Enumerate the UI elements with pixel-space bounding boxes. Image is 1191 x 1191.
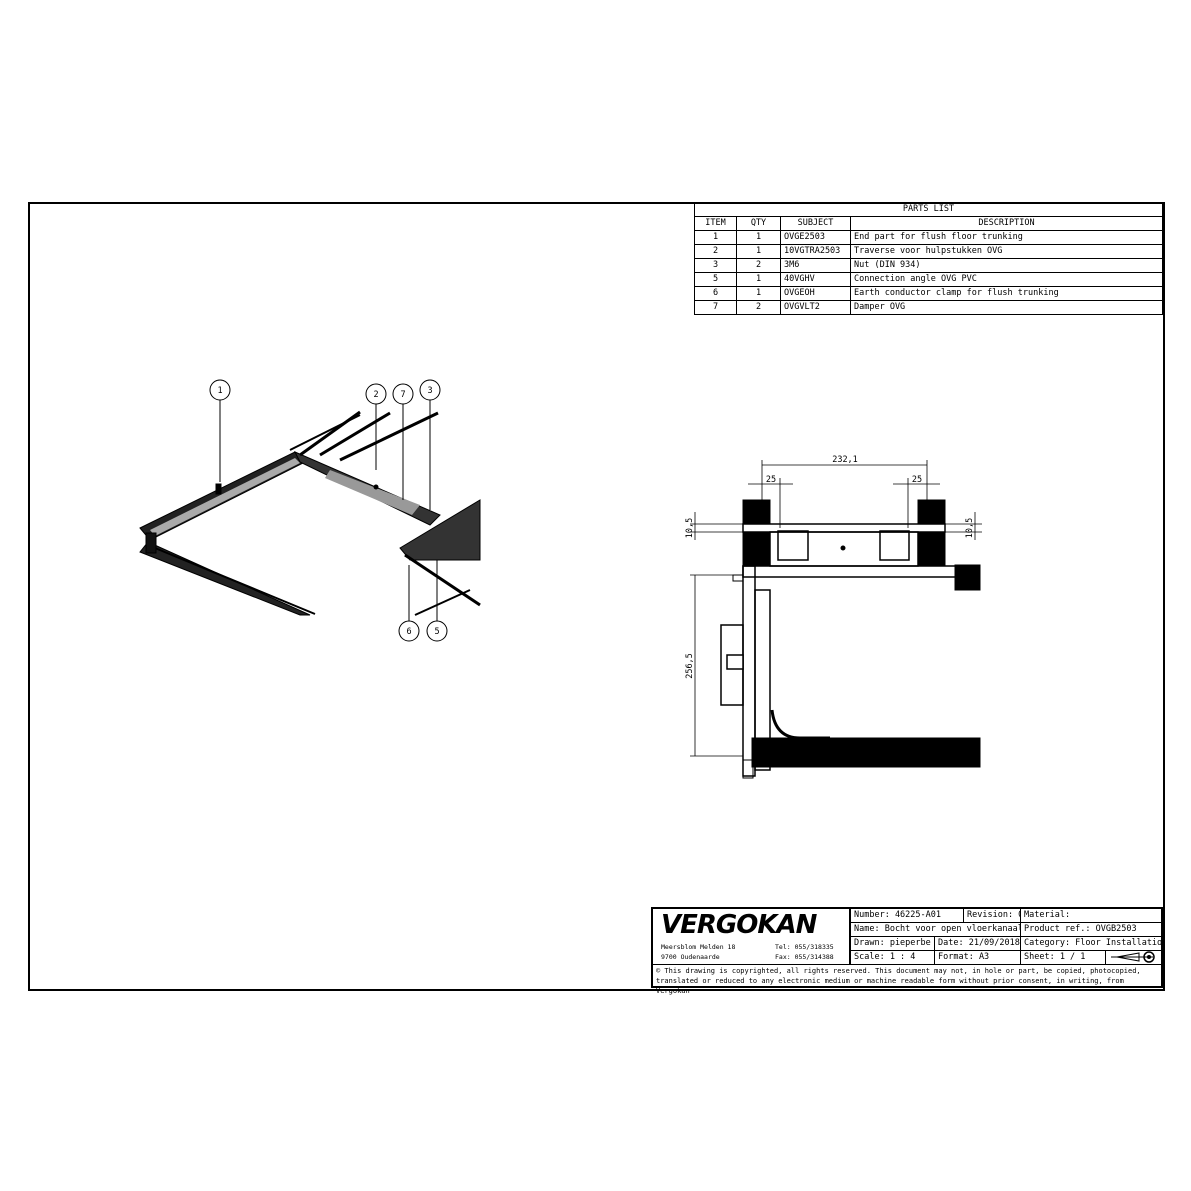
balloon-label: 2 xyxy=(373,390,378,400)
balloon-leaders xyxy=(219,400,438,621)
cell: 3 xyxy=(694,258,737,273)
cell: OVGE2503 xyxy=(780,230,851,245)
cell: 1 xyxy=(736,244,781,259)
cell: 6 xyxy=(694,286,737,301)
telephone: Tel: 055/318335 xyxy=(775,943,834,951)
fax: Fax: 055/314388 xyxy=(775,953,834,961)
cell: 2 xyxy=(736,258,781,273)
drawn-by: Drawn: pieperbe xyxy=(851,937,935,951)
address-line-1: Meersblom Melden 18 xyxy=(661,943,736,951)
balloon-label: 3 xyxy=(427,386,432,396)
cell: 1 xyxy=(736,230,781,245)
dimension-width: 232,1 xyxy=(832,455,858,465)
cell: 10VGTRA2503 xyxy=(780,244,851,259)
dimension-offset-left: 25 xyxy=(766,475,776,485)
balloon-3 xyxy=(419,379,441,401)
cell: Earth conductor clamp for flush trunking xyxy=(850,286,1163,301)
dimension-offset-right: 25 xyxy=(912,475,922,485)
cell: 1 xyxy=(694,230,737,245)
revision: Revision: 0 xyxy=(964,909,1021,923)
balloon-5 xyxy=(426,620,448,642)
header-subject: SUBJECT xyxy=(780,216,851,231)
cell: 7 xyxy=(694,300,737,315)
sheet: Sheet: 1 / 1 xyxy=(1021,951,1106,965)
header-item: ITEM xyxy=(694,216,737,231)
front-view xyxy=(720,499,981,779)
cell: 3M6 xyxy=(780,258,851,273)
balloon-2 xyxy=(365,383,387,405)
balloon-label: 5 xyxy=(434,627,439,637)
balloon-6 xyxy=(398,620,420,642)
balloon-label: 1 xyxy=(217,386,222,396)
projection-symbol-icon xyxy=(1106,951,1161,965)
parts-list: PARTS LIST ITEM QTY SUBJECT DESCRIPTION … xyxy=(694,202,1163,315)
drawing-name: Name: Bocht voor open vloerkanaal xyxy=(851,923,1021,937)
cell: 1 xyxy=(736,286,781,301)
parts-list-title: PARTS LIST xyxy=(694,202,1163,217)
date: Date: 21/09/2018 xyxy=(935,937,1021,951)
dimension-height: 256,5 xyxy=(685,653,695,679)
cell: Connection angle OVG PVC xyxy=(850,272,1163,287)
cell: Nut (DIN 934) xyxy=(850,258,1163,273)
drawing-number: Number: 46225-A01 xyxy=(851,909,964,923)
dimension-edge-left: 10,5 xyxy=(685,518,695,538)
cell: End part for flush floor trunking xyxy=(850,230,1163,245)
company-name: VERGOKAN xyxy=(661,910,817,940)
format: Format: A3 xyxy=(935,951,1021,965)
cell: Damper OVG xyxy=(850,300,1163,315)
balloon-7 xyxy=(392,383,414,405)
cell: OVGVLT2 xyxy=(780,300,851,315)
material: Material: xyxy=(1021,909,1161,923)
parts-list-header: ITEM QTY SUBJECT DESCRIPTION xyxy=(694,216,1163,231)
dimension-lines xyxy=(690,460,982,757)
isometric-view xyxy=(139,410,481,616)
category: Category: Floor Installations xyxy=(1021,937,1161,951)
cell: 5 xyxy=(694,272,737,287)
cell: Traverse voor hulpstukken OVG xyxy=(850,244,1163,259)
product-ref: Product ref.: OVGB2503 xyxy=(1021,923,1161,937)
title-block: VERGOKAN Meersblom Melden 18 9700 Oudena… xyxy=(651,907,1163,995)
cell: OVGEOH xyxy=(780,286,851,301)
address-line-2: 9700 Oudenaarde xyxy=(661,953,720,961)
cell: 40VGHV xyxy=(780,272,851,287)
balloon-1 xyxy=(209,379,231,401)
balloons xyxy=(209,379,448,642)
cell: 2 xyxy=(694,244,737,259)
balloon-label: 7 xyxy=(400,390,405,400)
cell: 2 xyxy=(736,300,781,315)
dimension-edge-right: 10,5 xyxy=(965,518,975,538)
scale: Scale: 1 : 4 xyxy=(851,951,935,965)
copyright-notice: © This drawing is copyrighted, all right… xyxy=(656,967,1141,995)
cell: 1 xyxy=(736,272,781,287)
drawing-frame xyxy=(28,202,1165,991)
header-qty: QTY xyxy=(736,216,781,231)
header-description: DESCRIPTION xyxy=(850,216,1163,231)
company-logo: VERGOKAN Meersblom Melden 18 9700 Oudena… xyxy=(653,909,851,965)
balloon-label: 6 xyxy=(406,627,411,637)
